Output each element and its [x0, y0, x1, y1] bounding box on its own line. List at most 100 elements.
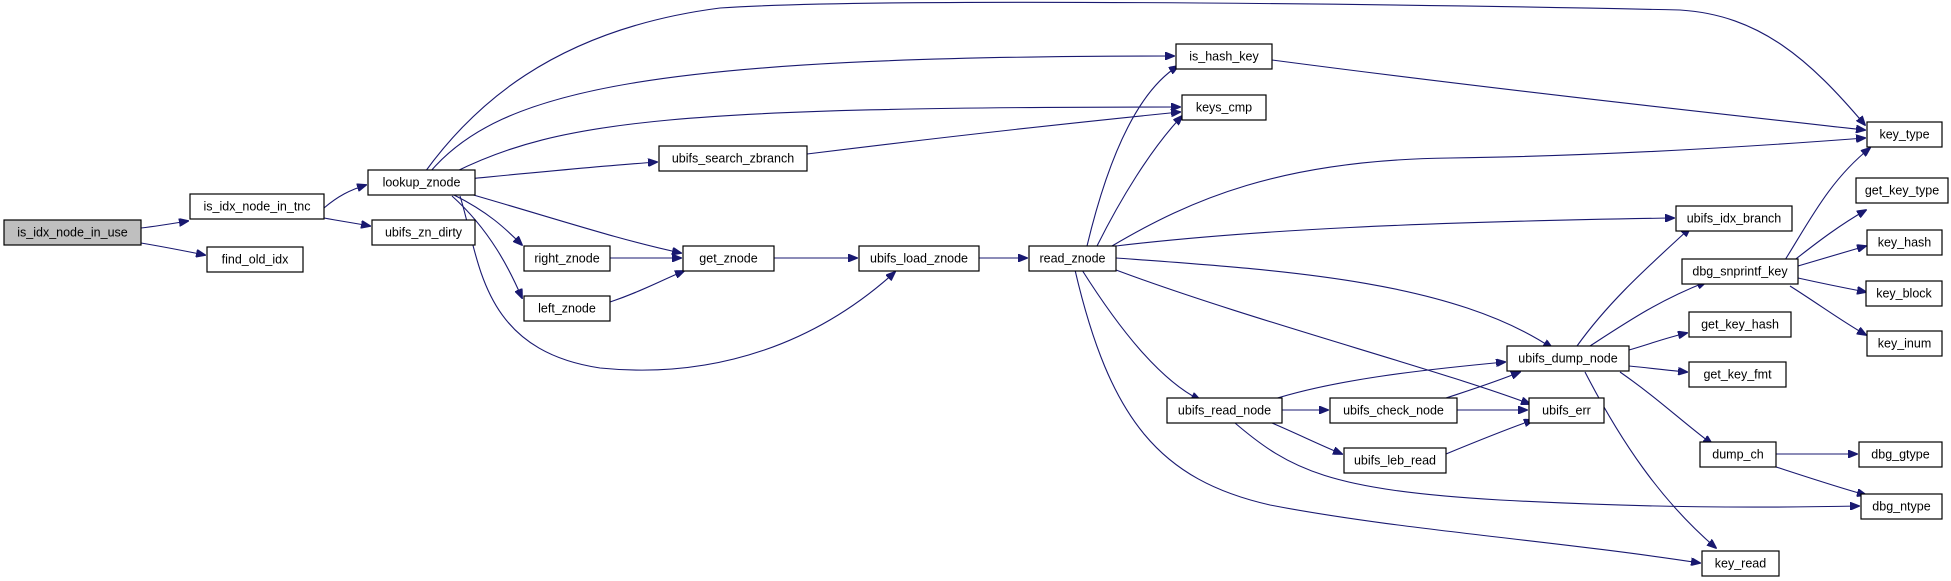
edge-read_znode-to-key_type: [1111, 138, 1865, 247]
edge-lookup_znode-to-ubifs_load_znode: [459, 195, 895, 371]
edge-lookup_znode-to-right_znode: [453, 194, 522, 245]
node-ubifs_zn_dirty[interactable]: ubifs_zn_dirty: [371, 219, 476, 246]
svg-text:get_key_hash: get_key_hash: [1701, 318, 1779, 332]
svg-text:ubifs_read_node: ubifs_read_node: [1178, 404, 1271, 418]
svg-text:key_inum: key_inum: [1878, 337, 1932, 351]
svg-text:is_idx_node_in_use: is_idx_node_in_use: [17, 226, 128, 240]
node-ubifs_search_zbranch[interactable]: ubifs_search_zbranch: [658, 145, 808, 172]
svg-text:ubifs_err: ubifs_err: [1542, 404, 1591, 418]
svg-text:get_key_fmt: get_key_fmt: [1703, 368, 1772, 382]
node-is_idx_node_in_use[interactable]: is_idx_node_in_use: [3, 219, 142, 246]
edge-read_znode-to-ubifs_read_node: [1081, 269, 1200, 400]
edge-ubifs_dump_node-to-ubifs_idx_branch: [1576, 228, 1690, 347]
edge-lookup_znode-to-get_znode: [469, 193, 681, 253]
node-find_old_idx[interactable]: find_old_idx: [206, 246, 304, 273]
edge-read_znode-to-ubifs_dump_node: [1115, 257, 1552, 348]
node-get_key_fmt[interactable]: get_key_fmt: [1688, 361, 1787, 388]
edge-is_idx_node_in_use-to-is_idx_node_in_tnc: [140, 221, 188, 229]
edge-lookup_znode-to-is_hash_key: [429, 56, 1174, 173]
node-key_type[interactable]: key_type: [1866, 121, 1943, 148]
edge-ubifs_read_node-to-ubifs_leb_read: [1271, 422, 1342, 454]
node-key_read[interactable]: key_read: [1701, 550, 1780, 577]
edge-dbg_snprintf_key-to-key_inum: [1789, 285, 1866, 335]
svg-text:key_read: key_read: [1715, 557, 1766, 571]
svg-text:right_znode: right_znode: [534, 252, 599, 266]
edge-dump_ch-to-dbg_ntype: [1769, 464, 1866, 495]
edge-is_idx_node_in_tnc-to-ubifs_zn_dirty: [323, 217, 370, 226]
node-right_znode[interactable]: right_znode: [523, 245, 611, 272]
edge-dbg_snprintf_key-to-get_key_type: [1791, 210, 1866, 263]
node-keys_cmp[interactable]: keys_cmp: [1181, 94, 1267, 121]
edge-ubifs_dump_node-to-get_key_fmt: [1628, 365, 1687, 372]
node-key_inum[interactable]: key_inum: [1866, 330, 1943, 357]
edge-is_idx_node_in_use-to-find_old_idx: [140, 242, 205, 255]
node-lookup_znode[interactable]: lookup_znode: [367, 169, 476, 196]
edge-ubifs_check_node-to-ubifs_dump_node: [1439, 372, 1520, 401]
edge-dbg_snprintf_key-to-key_hash: [1797, 246, 1866, 267]
edge-dbg_snprintf_key-to-key_type: [1784, 148, 1870, 261]
svg-text:ubifs_check_node: ubifs_check_node: [1343, 404, 1444, 418]
edge-ubifs_read_node-to-ubifs_dump_node: [1264, 362, 1505, 403]
svg-text:key_type: key_type: [1879, 128, 1929, 142]
svg-text:ubifs_leb_read: ubifs_leb_read: [1354, 454, 1436, 468]
nodes-layer: is_idx_node_in_use is_idx_node_in_tnc fi…: [3, 43, 1949, 577]
svg-text:key_hash: key_hash: [1878, 236, 1932, 250]
node-ubifs_check_node[interactable]: ubifs_check_node: [1329, 397, 1458, 424]
edge-ubifs_leb_read-to-ubifs_err: [1445, 420, 1533, 455]
edge-is_idx_node_in_tnc-to-lookup_znode: [323, 185, 366, 209]
edge-dbg_snprintf_key-to-key_block: [1797, 277, 1866, 292]
node-key_hash[interactable]: key_hash: [1866, 229, 1943, 256]
edge-ubifs_dump_node-to-dump_ch: [1619, 371, 1712, 444]
edge-read_znode-to-keys_cmp: [1096, 116, 1182, 247]
node-get_key_type[interactable]: get_key_type: [1855, 177, 1949, 204]
edge-lookup_znode-to-ubifs_search_zbranch: [456, 162, 657, 181]
edge-is_hash_key-to-key_type: [1271, 59, 1865, 130]
svg-text:key_block: key_block: [1876, 287, 1932, 301]
svg-text:find_old_idx: find_old_idx: [222, 253, 289, 267]
svg-text:dbg_gtype: dbg_gtype: [1871, 448, 1929, 462]
node-ubifs_err[interactable]: ubifs_err: [1528, 397, 1605, 424]
svg-text:is_idx_node_in_tnc: is_idx_node_in_tnc: [203, 200, 310, 214]
node-ubifs_load_znode[interactable]: ubifs_load_znode: [858, 245, 980, 272]
svg-text:left_znode: left_znode: [538, 302, 596, 316]
edge-ubifs_dump_node-to-key_read: [1584, 371, 1716, 548]
edge-lookup_znode-to-keys_cmp: [454, 107, 1180, 173]
svg-text:get_znode: get_znode: [699, 252, 757, 266]
edge-read_znode-to-key_read: [1074, 269, 1700, 563]
svg-text:dump_ch: dump_ch: [1712, 448, 1763, 462]
svg-text:is_hash_key: is_hash_key: [1189, 50, 1259, 64]
edge-read_znode-to-is_hash_key: [1086, 66, 1178, 247]
node-is_idx_node_in_tnc[interactable]: is_idx_node_in_tnc: [189, 193, 325, 220]
node-dbg_gtype[interactable]: dbg_gtype: [1858, 441, 1943, 468]
svg-text:ubifs_load_znode: ubifs_load_znode: [870, 252, 968, 266]
node-ubifs_leb_read[interactable]: ubifs_leb_read: [1343, 447, 1447, 474]
node-get_key_hash[interactable]: get_key_hash: [1688, 311, 1792, 338]
svg-text:get_key_type: get_key_type: [1865, 184, 1939, 198]
edge-ubifs_read_node-to-dbg_ntype: [1234, 422, 1859, 507]
node-ubifs_read_node[interactable]: ubifs_read_node: [1166, 397, 1283, 424]
edge-left_znode-to-get_znode: [609, 271, 684, 303]
edge-read_znode-to-ubifs_idx_branch: [1115, 218, 1674, 247]
edge-ubifs_search_zbranch-to-keys_cmp: [806, 112, 1180, 155]
node-dump_ch[interactable]: dump_ch: [1699, 441, 1777, 468]
node-ubifs_idx_branch[interactable]: ubifs_idx_branch: [1675, 205, 1793, 232]
svg-text:lookup_znode: lookup_znode: [383, 176, 461, 190]
node-dbg_snprintf_key[interactable]: dbg_snprintf_key: [1681, 258, 1799, 285]
svg-text:keys_cmp: keys_cmp: [1196, 101, 1252, 115]
edges-layer: [140, 1, 1870, 563]
edge-read_znode-to-ubifs_err: [1115, 269, 1530, 404]
svg-text:dbg_snprintf_key: dbg_snprintf_key: [1692, 265, 1788, 279]
node-left_znode[interactable]: left_znode: [523, 295, 611, 322]
svg-text:dbg_ntype: dbg_ntype: [1872, 500, 1930, 514]
node-read_znode[interactable]: read_znode: [1028, 245, 1117, 272]
node-key_block[interactable]: key_block: [1865, 280, 1943, 307]
node-dbg_ntype[interactable]: dbg_ntype: [1860, 493, 1943, 520]
node-get_znode[interactable]: get_znode: [682, 245, 775, 272]
node-is_hash_key[interactable]: is_hash_key: [1175, 43, 1273, 70]
edge-lookup_znode-to-left_znode: [451, 195, 522, 298]
svg-text:ubifs_zn_dirty: ubifs_zn_dirty: [385, 226, 463, 240]
node-ubifs_dump_node[interactable]: ubifs_dump_node: [1506, 345, 1630, 372]
svg-text:read_znode: read_znode: [1039, 252, 1105, 266]
svg-text:ubifs_dump_node: ubifs_dump_node: [1518, 352, 1617, 366]
